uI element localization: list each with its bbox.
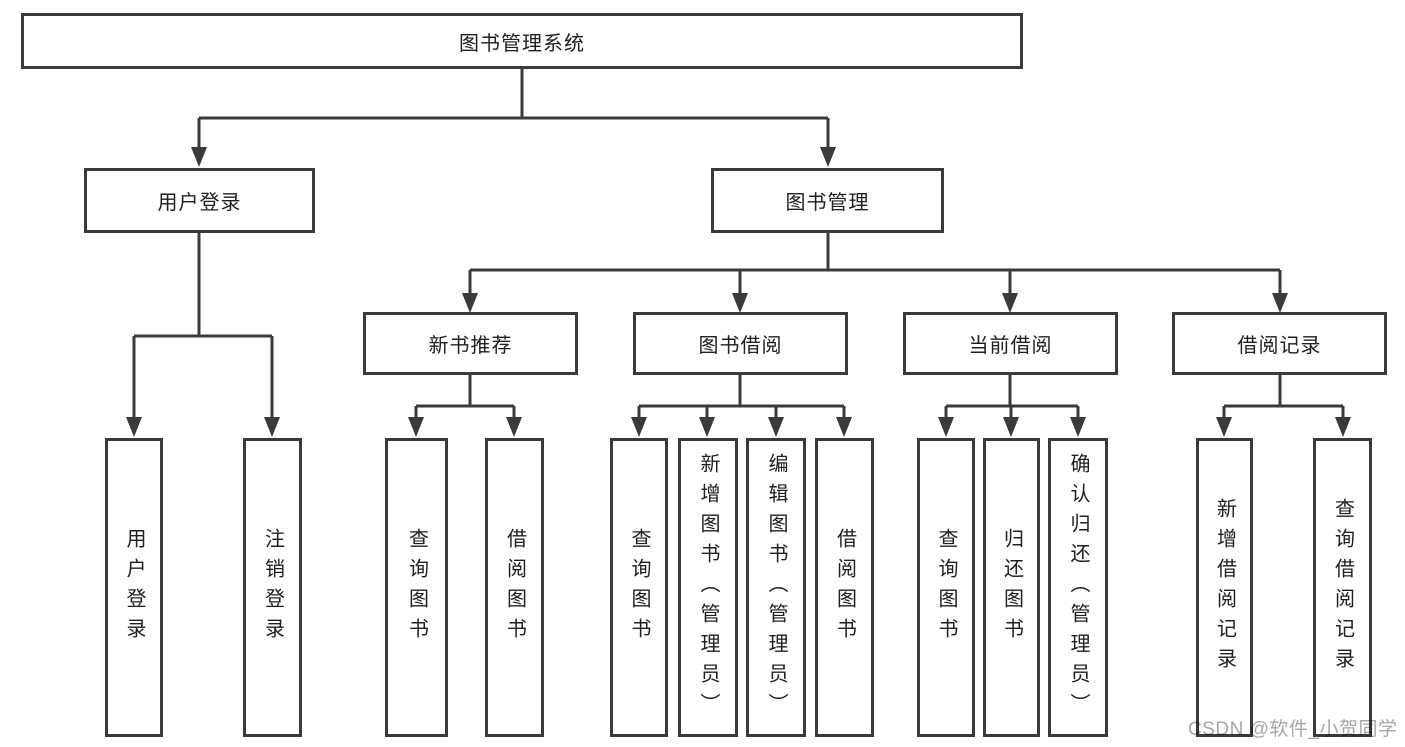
leaf-borrowing-query-books: 查询图书 — [610, 438, 668, 737]
node-user-login: 用户登录 — [84, 168, 315, 233]
node-label: 用户登录 — [157, 192, 242, 214]
leaf-label: 查询借阅记录 — [1331, 497, 1354, 678]
node-current-borrowing: 当前借阅 — [903, 312, 1118, 375]
leaf-label: 查询图书 — [628, 527, 650, 648]
leaf-query-borrow-record: 查询借阅记录 — [1313, 438, 1372, 737]
csdn-watermark: CSDN @软件_小贺同学 — [1188, 719, 1398, 740]
arrowheads — [126, 147, 1351, 437]
node-label: 当前借阅 — [968, 335, 1053, 357]
leaf-label: 查询图书 — [405, 527, 428, 648]
node-label: 图书管理 — [785, 192, 870, 214]
leaf-label: 确认归还（管理员） — [1067, 452, 1089, 723]
leaf-label: 借阅图书 — [503, 527, 526, 648]
leaf-label: 借阅图书 — [833, 527, 856, 648]
leaf-recommend-borrow-books: 借阅图书 — [485, 438, 544, 737]
leaf-borrowing-borrow-books: 借阅图书 — [815, 438, 874, 737]
leaf-current-query-books: 查询图书 — [917, 438, 975, 737]
leaf-return-books: 归还图书 — [983, 438, 1040, 737]
leaf-add-borrow-record: 新增借阅记录 — [1196, 438, 1253, 737]
leaf-label: 用户登录 — [123, 527, 145, 648]
node-library-management-system: 图书管理系统 — [21, 13, 1023, 69]
node-label: 新书推荐 — [428, 335, 513, 357]
node-book-borrowing: 图书借阅 — [633, 312, 848, 375]
leaf-label: 编辑图书（管理员） — [765, 452, 787, 723]
node-label: 图书管理系统 — [459, 32, 585, 55]
node-book-management: 图书管理 — [711, 168, 944, 233]
node-borrowing-records: 借阅记录 — [1172, 312, 1387, 375]
leaf-label: 新增借阅记录 — [1213, 497, 1236, 678]
leaf-label: 新增图书（管理员） — [697, 452, 719, 723]
node-label: 借阅记录 — [1237, 335, 1322, 357]
node-label: 图书借阅 — [698, 335, 783, 357]
leaf-user-login: 用户登录 — [105, 438, 163, 737]
leaf-confirm-return-admin: 确认归还（管理员） — [1048, 438, 1108, 737]
leaf-add-books-admin: 新增图书（管理员） — [678, 438, 738, 737]
leaf-logout: 注销登录 — [243, 438, 302, 737]
leaf-edit-books-admin: 编辑图书（管理员） — [746, 438, 806, 737]
leaf-label: 注销登录 — [261, 527, 284, 648]
leaf-recommend-query-books: 查询图书 — [385, 438, 448, 737]
node-new-book-recommendation: 新书推荐 — [363, 312, 578, 375]
leaf-label: 归还图书 — [1000, 527, 1023, 648]
leaf-label: 查询图书 — [935, 527, 957, 648]
